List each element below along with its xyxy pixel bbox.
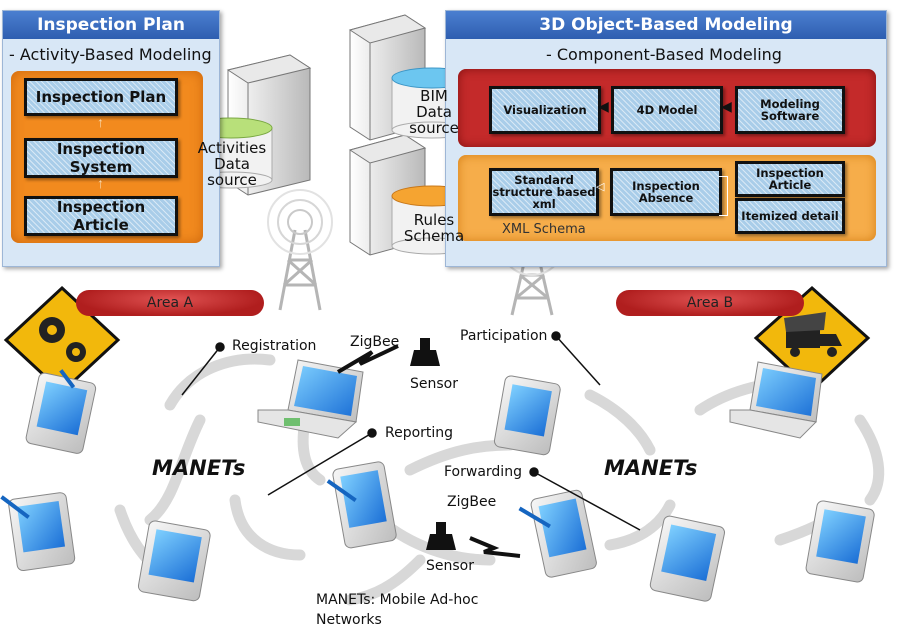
pda-device [0,492,76,572]
modeling-software-box: Modeling Software [735,86,845,134]
datasource-line: Activities [197,139,267,157]
arrow-left-icon: ◁ [596,181,605,193]
registration-label: Registration [232,338,317,354]
visualization-box: Visualization [489,86,601,134]
manets-label-left: MANETs [152,456,246,480]
pda-device [805,500,875,583]
zigbee-signal-icon [469,536,521,558]
itemized-detail-box: Itemized detail [735,198,845,234]
pda-device [518,489,597,578]
inspection-plan-title: Inspection Plan [3,11,219,39]
bim-datasource-label: BIM Data source [394,88,474,136]
area-b-banner: Area B [616,290,804,316]
rules-line: Schema [403,227,465,245]
arrow-left-icon: ◀ [721,98,732,114]
zigbee-signal-icon [336,344,399,374]
laptop-device [257,359,364,439]
standard-xml-box: Standard structure based xml [489,168,599,216]
rules-line: Rules [413,211,455,229]
arrow-up-icon: ↑ [97,114,104,130]
legend-line: Networks [316,612,382,628]
sensor-label-bottom: Sensor [426,558,474,574]
sensor-icon [410,338,440,366]
xml-schema-label: XML Schema [502,222,586,237]
4d-model-box: 4D Model [611,86,723,134]
arrow-left-icon: ◀ [598,98,609,114]
pda-device [649,515,726,602]
legend-line: MANETs: Mobile Ad-hoc [316,592,479,608]
inspection-absence-box: Inspection Absence [610,168,722,216]
arrow-up-icon: ↑ [97,175,104,191]
activities-datasource-label: Activities Data source [192,140,272,188]
participation-label: Participation [460,328,548,344]
bracket-connector [719,176,728,216]
zigbee-label-bottom: ZigBee [447,494,497,510]
inspection-article-box-right: Inspection Article [735,161,845,197]
forwarding-label: Forwarding [444,464,522,480]
manets-legend: MANETs: Mobile Ad-hoc Networks [316,590,478,630]
inspection-system-box: Inspection System [24,138,178,178]
callout-lines [181,331,641,531]
object-modeling-title: 3D Object-Based Modeling [446,11,886,39]
bim-line: BIM [420,87,448,105]
inspection-plan-box: Inspection Plan [24,78,178,116]
pda-device [137,520,211,602]
sensor-label-top: Sensor [410,376,458,392]
tower-a [267,189,333,311]
datasource-line: Data [214,155,250,173]
pda-device [493,375,561,456]
area-a-banner: Area A [76,290,264,316]
reporting-label: Reporting [385,425,454,441]
pda-device [326,461,397,549]
bim-line: source [409,119,459,137]
activity-modeling-subtitle: - Activity-Based Modeling [9,45,212,64]
zigbee-label-top: ZigBee [350,334,400,350]
datasource-line: source [207,171,257,189]
sensor-icon [426,522,456,550]
component-modeling-subtitle: - Component-Based Modeling [546,45,782,64]
manets-label-right: MANETs [604,456,698,480]
laptop-device [729,361,823,439]
bim-line: Data [416,103,452,121]
inspection-article-box: Inspection Article [24,196,178,236]
pda-device [25,369,97,454]
rules-schema-label: Rules Schema [394,212,474,244]
